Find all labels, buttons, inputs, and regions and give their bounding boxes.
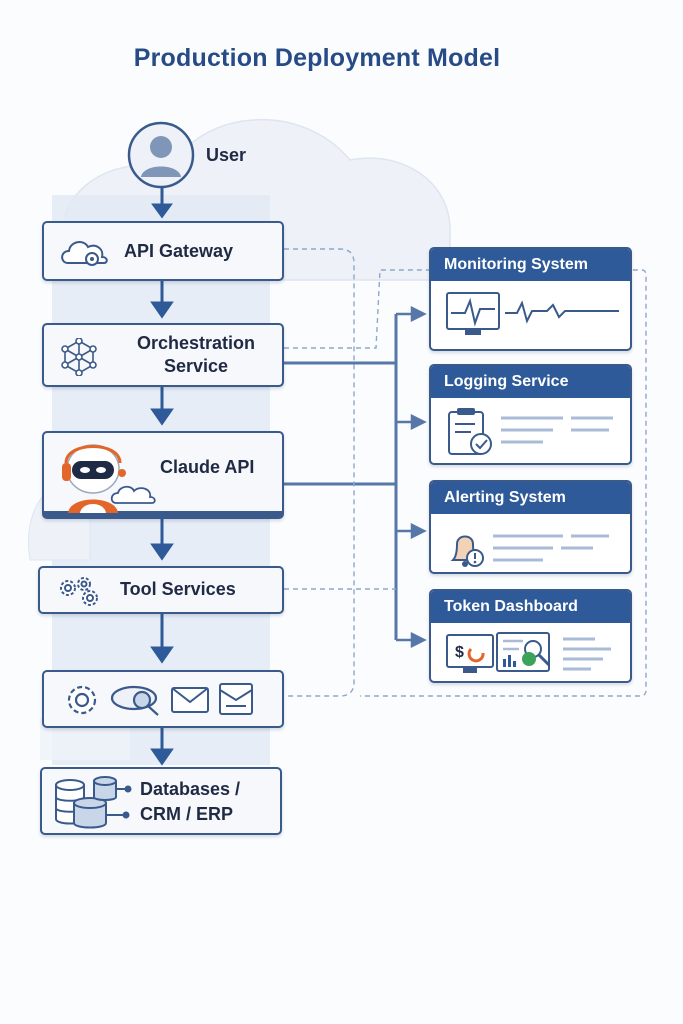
robot-mascot-icon	[62, 444, 156, 513]
tool-icons-box[interactable]	[42, 670, 284, 728]
monitoring-system-panel[interactable]: Monitoring System	[429, 247, 632, 351]
orchestration-label-line1: Orchestration	[136, 333, 256, 353]
api-gateway-box[interactable]: API Gateway	[42, 221, 284, 281]
database-icon	[55, 776, 132, 829]
user-label: User	[206, 145, 247, 165]
databases-box[interactable]: Databases / CRM / ERP	[40, 767, 282, 835]
search-icon	[110, 685, 159, 716]
token-dashboard-panel[interactable]: Token Dashboard $	[429, 589, 632, 683]
orchestration-label-line2: Service	[163, 356, 229, 376]
user-avatar-icon	[127, 121, 195, 189]
alerting-system-panel[interactable]: Alerting System	[429, 480, 632, 574]
network-nodes-icon	[61, 338, 97, 376]
databases-label-line1: Databases /	[140, 779, 241, 799]
claude-api-label: Claude API	[160, 457, 255, 477]
tool-services-label: Tool Services	[120, 579, 236, 599]
gear-icon	[67, 685, 97, 715]
gears-icon	[60, 577, 98, 606]
clipboard-check-icon	[448, 408, 613, 455]
tool-services-box[interactable]: Tool Services	[38, 566, 284, 614]
logging-service-title: Logging Service	[431, 366, 630, 398]
databases-label-line2: CRM / ERP	[140, 804, 234, 824]
claude-api-box[interactable]: Claude API	[42, 431, 284, 519]
monitoring-system-title: Monitoring System	[431, 249, 630, 281]
monitor-heartbeat-icon	[446, 292, 619, 335]
page-title: Production Deployment Model	[133, 44, 501, 72]
logging-service-panel[interactable]: Logging Service	[429, 364, 632, 465]
alerting-system-title: Alerting System	[431, 482, 630, 514]
api-gateway-label: API Gateway	[124, 241, 234, 261]
tool-icons-row	[67, 683, 253, 716]
bell-alert-icon	[450, 534, 609, 567]
document-icon	[219, 683, 253, 715]
mail-icon	[171, 687, 209, 713]
dashboard-chart-icon: $	[446, 632, 611, 673]
cloud-gear-icon	[61, 241, 108, 266]
svg-text:$: $	[455, 644, 464, 661]
orchestration-service-box[interactable]: Orchestration Service	[42, 323, 284, 387]
token-dashboard-title: Token Dashboard	[431, 591, 630, 623]
